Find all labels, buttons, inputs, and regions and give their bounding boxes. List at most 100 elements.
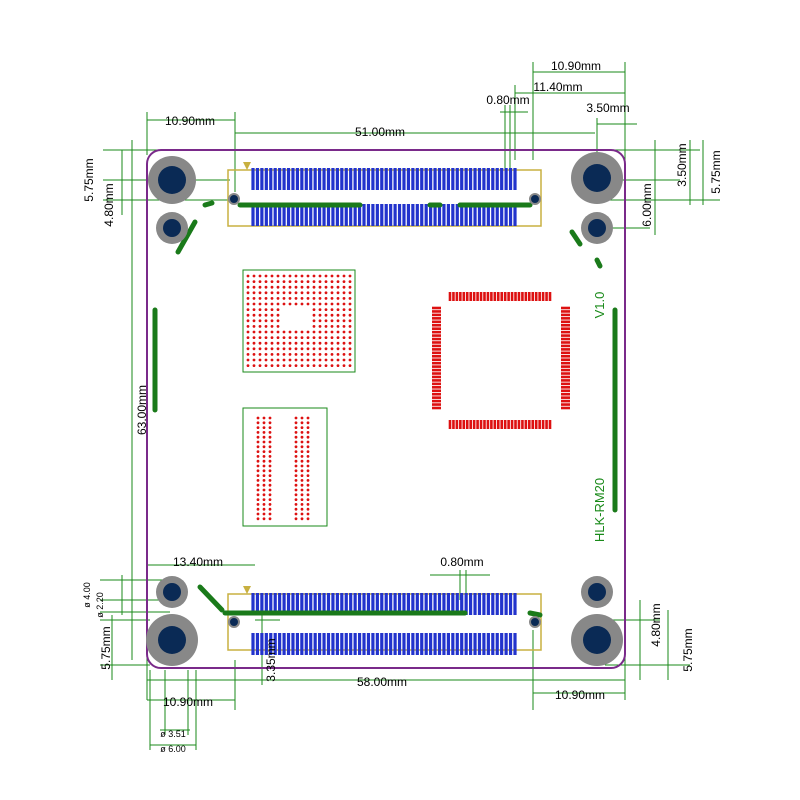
connector-pin bbox=[340, 633, 344, 655]
bga-pad bbox=[348, 274, 352, 278]
bga-pad bbox=[318, 285, 322, 289]
ram-pad bbox=[294, 503, 298, 506]
bga-pad bbox=[246, 336, 250, 339]
bga-pad bbox=[246, 302, 250, 306]
ram-pad bbox=[306, 493, 310, 497]
bga-pad bbox=[330, 297, 334, 300]
bga-pad bbox=[246, 291, 250, 295]
bga-pad bbox=[276, 285, 280, 289]
bga-pad bbox=[294, 336, 298, 339]
bga-pad bbox=[342, 364, 346, 367]
ram-pad bbox=[294, 459, 298, 463]
bga-pad bbox=[318, 308, 322, 311]
connector-pin bbox=[495, 168, 499, 190]
qfp-pad bbox=[432, 389, 441, 393]
qfp-pad bbox=[541, 420, 545, 429]
bga-pad bbox=[342, 297, 346, 300]
bga-pad bbox=[342, 274, 346, 278]
bga-pad bbox=[312, 325, 316, 328]
ram-pad bbox=[268, 455, 272, 458]
bga-pad bbox=[306, 336, 310, 339]
qfp-pad bbox=[486, 420, 490, 429]
bga-pad bbox=[294, 364, 298, 367]
qfp-pad bbox=[561, 406, 570, 410]
connector-pin bbox=[375, 593, 379, 615]
qfp-pad bbox=[561, 368, 570, 372]
ram-pad bbox=[262, 469, 266, 473]
board-outline bbox=[146, 149, 626, 669]
connector-pin bbox=[300, 168, 304, 190]
connector-pin bbox=[309, 168, 313, 190]
ram-pad bbox=[306, 483, 310, 487]
bga-pad bbox=[330, 330, 334, 334]
dim-bottom-right-1090: 10.90mm bbox=[555, 688, 605, 702]
green-traces bbox=[152, 200, 618, 618]
bga-pad bbox=[348, 291, 352, 295]
qfp-pad bbox=[469, 292, 472, 301]
bga-pad bbox=[324, 358, 328, 362]
connector-pin bbox=[273, 633, 277, 655]
bga-pad bbox=[282, 347, 286, 351]
bga-pad bbox=[282, 280, 286, 283]
bga-pad bbox=[312, 319, 316, 323]
bga-pad bbox=[330, 280, 334, 283]
bga-pad bbox=[324, 280, 328, 283]
bga-pad bbox=[318, 325, 322, 328]
bga-pad bbox=[312, 285, 316, 289]
bga-pad bbox=[276, 313, 280, 317]
bga-pad bbox=[336, 280, 340, 283]
ram-chip-pads bbox=[256, 416, 310, 521]
bga-pad bbox=[336, 302, 340, 306]
bga-pad bbox=[342, 302, 346, 306]
dim-hole-dia-big-outer: ø 6.00 bbox=[160, 744, 186, 754]
dim-right-top-575: 5.75mm bbox=[709, 150, 723, 193]
connector-pin bbox=[397, 633, 402, 655]
bga-pad bbox=[324, 341, 328, 345]
qfp-pad bbox=[490, 292, 493, 301]
ram-pad bbox=[256, 479, 260, 482]
ram-pad bbox=[262, 503, 266, 506]
dim-bottom-left-offset: 13.40mm bbox=[173, 555, 223, 569]
ram-pad bbox=[294, 416, 298, 420]
qfp-pad bbox=[432, 337, 441, 341]
connector-pin bbox=[304, 204, 308, 226]
dim-top-connector-span: 51.00mm bbox=[355, 125, 405, 139]
bga-pad bbox=[288, 280, 292, 283]
connector-pin bbox=[375, 633, 379, 655]
connector-pin bbox=[406, 204, 411, 226]
connector-pin bbox=[353, 593, 357, 615]
bga-pad bbox=[246, 274, 250, 278]
connector-pin bbox=[380, 593, 384, 615]
connector-pin bbox=[513, 168, 517, 190]
bga-pad bbox=[252, 336, 256, 339]
connector-pin bbox=[513, 593, 517, 615]
connector-pin bbox=[500, 168, 504, 190]
bga-pad bbox=[318, 330, 322, 334]
dim-top-pitch-right: 11.40mm bbox=[533, 80, 582, 94]
ram-pad bbox=[306, 507, 310, 511]
connector-pin bbox=[331, 593, 335, 615]
qfp-pad bbox=[514, 420, 517, 429]
connector-pin bbox=[344, 204, 348, 226]
connector-pin bbox=[278, 593, 282, 615]
ram-pad bbox=[294, 474, 298, 477]
bga-pad bbox=[336, 291, 340, 295]
qfp-pad bbox=[561, 330, 570, 334]
ram-pad bbox=[268, 459, 272, 463]
connector-pin bbox=[309, 633, 313, 655]
dim-hole-dia-small-outer: ø 4.00 bbox=[82, 582, 92, 608]
ram-pad bbox=[262, 416, 266, 420]
connector-pin bbox=[508, 168, 513, 190]
bga-pad bbox=[342, 313, 346, 317]
connector-pin bbox=[331, 168, 335, 190]
bga-pad bbox=[246, 341, 250, 345]
qfp-pad bbox=[561, 348, 570, 351]
ram-pad bbox=[306, 440, 310, 444]
ram-pad bbox=[256, 440, 260, 444]
bga-pad bbox=[294, 330, 298, 334]
bga-pad bbox=[318, 291, 322, 295]
ram-pad bbox=[256, 512, 260, 516]
ram-pad bbox=[300, 450, 304, 453]
bga-pad bbox=[330, 313, 334, 317]
